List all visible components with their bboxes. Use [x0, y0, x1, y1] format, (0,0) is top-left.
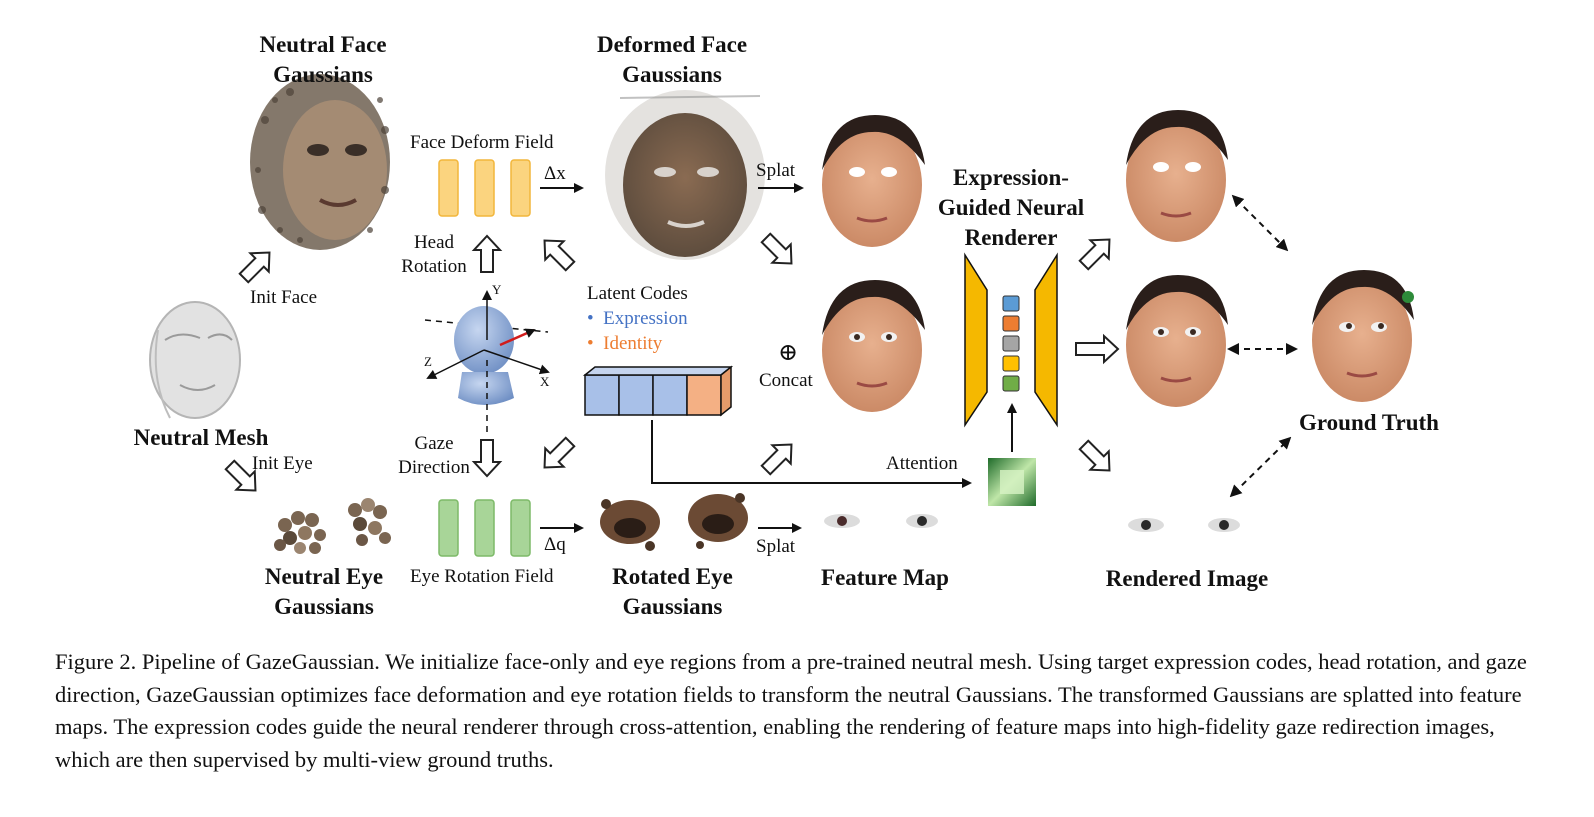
neutral-eye-title-line1: Neutral Eye: [264, 564, 384, 589]
ground-truth-label: Ground Truth: [1299, 410, 1439, 435]
neural-renderer-block: [964, 252, 1058, 428]
feature-map-label: Feature Map: [821, 565, 949, 590]
init-face-label: Init Face: [250, 287, 318, 308]
deformed-face-title: Deformed Face Gaussians: [582, 30, 762, 90]
renderer-title: Expression- Guided Neural Renderer: [936, 163, 1086, 253]
gaze-direction-label: Gaze Direction: [393, 432, 475, 480]
renderer-title-line2: Guided Neural: [937, 195, 1085, 220]
rotated-eye-title-line1: Rotated Eye: [612, 564, 733, 589]
block-arrows: [224, 232, 1120, 492]
neutral-mesh-image: [149, 301, 241, 419]
latent-code-blocks: [582, 365, 734, 417]
latent-codes-label: Latent Codes: [587, 283, 688, 304]
attention-map-image: [988, 458, 1036, 506]
axis-x-label: X: [540, 374, 550, 389]
expression-legend: • Expression: [587, 307, 688, 331]
eye-rotation-field-bars: [438, 499, 531, 557]
identity-legend-label: Identity: [603, 333, 663, 354]
rendered-face-top-image: [1126, 110, 1228, 242]
splatted-face-top-image: [822, 115, 925, 247]
rendered-face-middle-image: [1126, 275, 1228, 407]
axis-y-label: Y: [492, 282, 502, 297]
identity-legend: • Identity: [587, 332, 662, 356]
dashed-comparison-arrows: [1227, 194, 1298, 498]
init-eye-label: Init Eye: [252, 453, 313, 474]
face-deform-field-bars: [438, 159, 531, 217]
neutral-face-title-line2: Gaussians: [273, 62, 373, 87]
splatted-face-bottom-image: [822, 280, 925, 412]
deformed-face-title-line1: Deformed Face: [596, 32, 748, 57]
face-deform-field-label: Face Deform Field: [410, 132, 554, 153]
rendered-image-label: Rendered Image: [1105, 566, 1269, 591]
neutral-face-gaussians-image: [250, 74, 390, 250]
eye-rotation-field-label: Eye Rotation Field: [410, 566, 554, 587]
neutral-eye-title: Neutral Eye Gaussians: [244, 562, 404, 622]
renderer-title-line3: Renderer: [964, 225, 1058, 250]
diagram-graphics: [149, 74, 1414, 557]
delta-x-label: Δx: [544, 163, 566, 184]
head-pose-model: [424, 290, 550, 432]
rotated-eye-title-line2: Gaussians: [622, 594, 723, 619]
head-rotation-line1: Head: [413, 232, 455, 253]
splat-bottom-label: Splat: [756, 536, 796, 557]
concat-label: Concat: [759, 370, 813, 391]
feature-map-eyes-image: [824, 514, 938, 528]
gaze-direction-line2: Direction: [398, 457, 470, 478]
gaze-direction-line1: Gaze: [414, 433, 454, 454]
rendered-eyes-image: [1128, 518, 1240, 532]
expression-legend-label: Expression: [603, 308, 688, 329]
renderer-title-line1: Expression-: [953, 165, 1069, 190]
expression-bullet: •: [587, 308, 594, 329]
pipeline-diagram: Neutral Face Gaussians Deformed Face Gau…: [133, 30, 1439, 622]
neutral-eye-title-line2: Gaussians: [274, 594, 374, 619]
ground-truth-face-image: [1312, 270, 1414, 402]
deformed-face-title-line2: Gaussians: [622, 62, 722, 87]
splat-top-label: Splat: [756, 160, 796, 181]
rotated-eye-title: Rotated Eye Gaussians: [590, 562, 755, 622]
head-rotation-label: Head Rotation: [398, 231, 470, 279]
axis-z-label: Z: [424, 354, 432, 369]
deformed-face-gaussians-image: [605, 90, 765, 260]
delta-q-label: Δq: [544, 534, 566, 555]
concat-symbol: ⊕: [778, 340, 799, 366]
head-rotation-line2: Rotation: [401, 256, 467, 277]
neutral-mesh-label: Neutral Mesh: [133, 425, 269, 450]
neutral-eye-gaussians-image: [274, 498, 391, 554]
figure-caption: Figure 2. Pipeline of GazeGaussian. We i…: [55, 649, 1527, 772]
neutral-face-title-line1: Neutral Face: [259, 32, 387, 57]
rotated-eye-gaussians-image: [600, 493, 748, 551]
attention-label: Attention: [886, 453, 958, 474]
neutral-face-title: Neutral Face Gaussians: [238, 30, 408, 90]
thin-arrows: [540, 183, 1017, 533]
identity-bullet: •: [587, 333, 594, 354]
